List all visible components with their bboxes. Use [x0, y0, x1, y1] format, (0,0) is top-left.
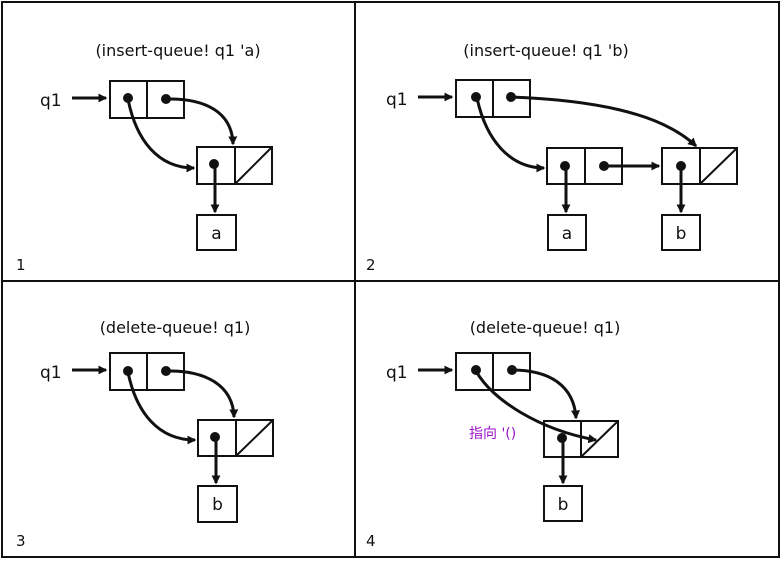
list-pair	[197, 419, 274, 457]
pointer-arrows	[72, 93, 238, 214]
panel-caption: (delete-queue! q1)	[100, 318, 251, 337]
value-box: b	[197, 485, 238, 523]
value-box: a	[547, 214, 587, 251]
panel-3: (delete-queue! q1) 3 q1 b	[16, 318, 274, 550]
value-box-text: b	[212, 495, 223, 515]
panel-caption: (insert-queue! q1 'b)	[463, 41, 628, 60]
panel-4: (delete-queue! q1) 4 q1 b 指向 '()	[366, 318, 620, 550]
panel-1: (insert-queue! q1 'a) 1 q1 a	[16, 41, 273, 274]
pointer-label: q1	[386, 90, 408, 110]
panel-number: 3	[16, 532, 26, 550]
list-pair	[543, 420, 619, 458]
panel-caption: (delete-queue! q1)	[470, 318, 621, 337]
panel-caption: (insert-queue! q1 'a)	[95, 41, 260, 60]
value-box-text: b	[558, 495, 569, 515]
panel-number: 1	[16, 256, 26, 274]
pointer-arrows	[72, 365, 239, 485]
list-pair	[196, 146, 273, 185]
pointer-label: q1	[40, 363, 62, 383]
pointer-label: q1	[386, 363, 408, 383]
panel-number: 4	[366, 532, 376, 550]
value-box: b	[661, 214, 701, 251]
value-box: a	[196, 214, 237, 251]
value-box-text: b	[676, 224, 687, 244]
value-box-text: a	[562, 224, 572, 244]
pointer-arrows	[418, 365, 598, 485]
annotation-note: 指向 '()	[469, 426, 516, 442]
list-pair-last	[661, 147, 738, 185]
pointer-arrows	[418, 92, 698, 214]
panel-number: 2	[366, 256, 376, 274]
value-box-text: a	[211, 224, 221, 244]
panel-2: (insert-queue! q1 'b) 2 q1 a b	[366, 41, 738, 274]
value-box: b	[543, 485, 583, 522]
pointer-label: q1	[40, 91, 62, 111]
